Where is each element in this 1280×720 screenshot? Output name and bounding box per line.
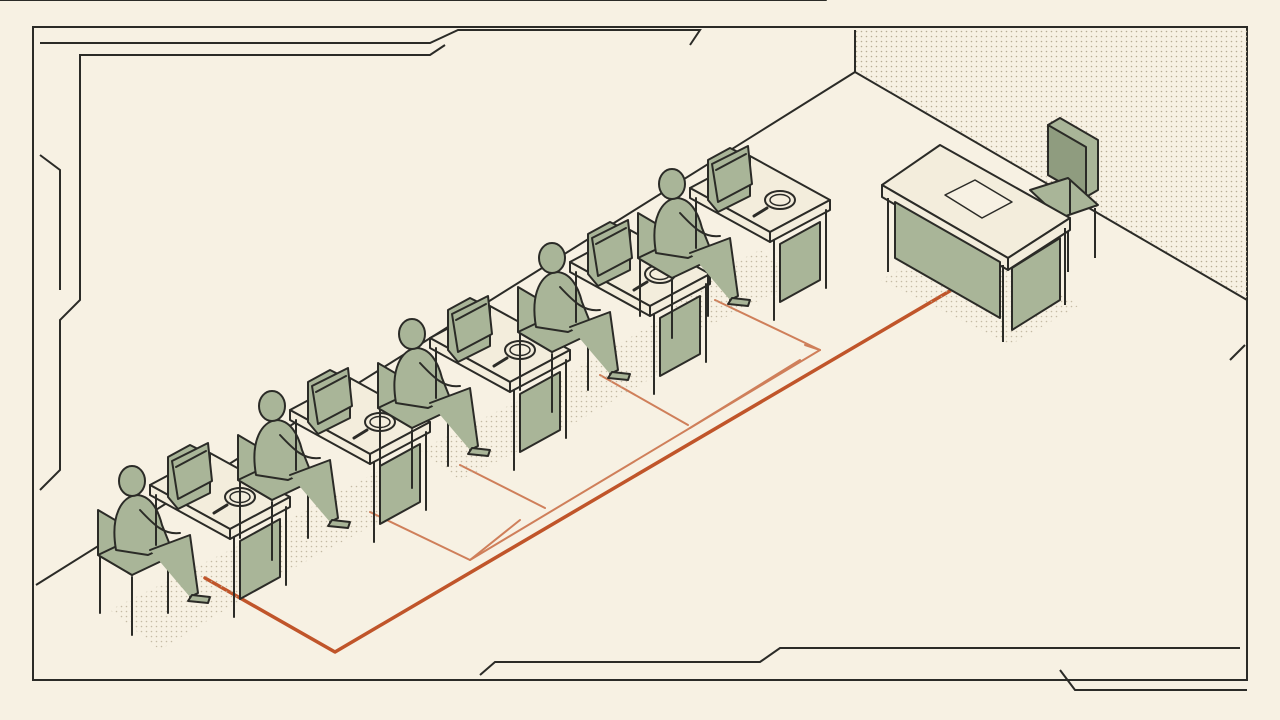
- desk-panel: [239, 518, 281, 600]
- student-head: [258, 390, 286, 422]
- desk-panel: [659, 295, 701, 377]
- main-route: [203, 283, 962, 654]
- student-station-5: [0, 0, 831, 339]
- student-station-2: [0, 0, 431, 561]
- supervisor-desk: [881, 117, 1099, 342]
- desk-row: [0, 0, 831, 636]
- supervisor-chair: [1029, 117, 1099, 272]
- desk-panel: [519, 371, 561, 453]
- student-station-4: [0, 0, 711, 413]
- desk-panel: [779, 221, 821, 303]
- student-station-1: [0, 0, 291, 636]
- student-head: [658, 168, 686, 200]
- document-paper: [944, 179, 1013, 219]
- student-head: [118, 465, 146, 497]
- student-head: [398, 318, 426, 350]
- circuit-frame: [32, 26, 1248, 691]
- student-head: [538, 242, 566, 274]
- desk-panel: [379, 443, 421, 525]
- student-station-3: [0, 0, 571, 489]
